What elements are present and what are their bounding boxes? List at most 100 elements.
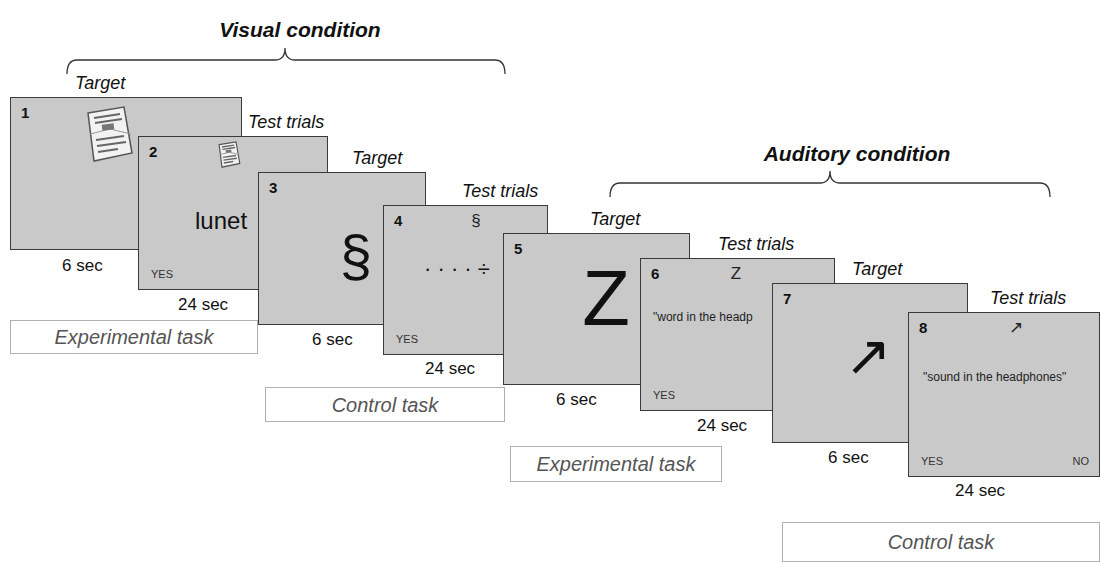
auditory-cue: "word in the headp	[653, 310, 753, 324]
phase-label: Target	[852, 259, 902, 279]
duration-label: 6 sec	[62, 256, 103, 275]
text-holder: Target	[75, 73, 125, 94]
paper-block	[102, 123, 115, 131]
answer-option: YES	[921, 455, 943, 467]
text-holder: Control task	[266, 393, 504, 416]
text-holder: 24 sec	[955, 481, 1005, 501]
auditory-brace	[610, 171, 1050, 197]
slide-number: 8	[919, 319, 927, 336]
answer-option: NO	[1073, 455, 1090, 467]
text-holder: ↗	[1009, 318, 1023, 338]
task-box: Experimental task	[10, 320, 258, 354]
phase-label: Target	[75, 73, 125, 93]
paper-lines	[94, 114, 126, 152]
text-holder: YES	[653, 389, 675, 402]
text-holder: Target	[852, 259, 902, 280]
task-name: Experimental task	[55, 326, 214, 348]
answer-option: YES	[396, 333, 418, 345]
text-holder: Visual condition	[219, 18, 380, 42]
slide-number: 7	[783, 290, 791, 307]
answer-option: YES	[151, 268, 173, 280]
text-holder: 6 sec	[62, 256, 103, 276]
task-name: Control task	[332, 393, 439, 415]
stimulus-symbols: · · · · ÷	[424, 256, 490, 281]
slide-number: 6	[651, 265, 659, 282]
text-holder: §	[340, 223, 372, 290]
visual-brace	[67, 48, 505, 74]
paper-picture	[80, 103, 138, 167]
slide-panel: 8 ↗ "sound in the headphones" YES NO	[908, 312, 1100, 477]
duration-label: 6 sec	[312, 330, 353, 349]
phase-label: Test trials	[718, 234, 794, 254]
text-holder: YES	[151, 268, 173, 281]
text-holder: 6 sec	[556, 390, 597, 410]
text-holder: 24 sec	[425, 359, 475, 379]
text-holder: · · · · ÷	[424, 256, 490, 281]
text-holder: "sound in the headphones"	[923, 371, 1066, 385]
condition-heading: Visual condition	[219, 18, 380, 41]
slide-number: 1	[21, 104, 29, 121]
text-holder: 8	[919, 319, 927, 336]
text-holder: ↗	[845, 324, 892, 388]
slide-number: 4	[394, 212, 402, 229]
duration-label: 24 sec	[178, 295, 228, 314]
task-box: Control task	[265, 387, 505, 422]
phase-label: Target	[352, 148, 402, 168]
text-holder: Test trials	[990, 288, 1066, 309]
paper-lines	[222, 145, 237, 163]
text-holder: Test trials	[248, 112, 324, 133]
phase-label: Test trials	[462, 181, 538, 201]
paper-picture	[215, 140, 243, 170]
condition-heading: Auditory condition	[764, 142, 951, 165]
target-reminder: §	[471, 211, 480, 230]
duration-label: 24 sec	[425, 359, 475, 378]
phase-label: Target	[590, 209, 640, 229]
target-letter: Z	[582, 254, 630, 342]
text-holder: 7	[783, 290, 791, 307]
text-holder: 2	[149, 143, 157, 160]
text-holder: Target	[352, 148, 402, 169]
slide-number: 5	[514, 240, 522, 257]
phase-label: Test trials	[248, 112, 324, 132]
text-holder: NO	[1073, 455, 1090, 468]
text-holder: Experimental task	[11, 326, 257, 349]
text-holder: Experimental task	[511, 453, 721, 476]
paper-crease	[90, 129, 131, 134]
slide-number: 2	[149, 143, 157, 160]
text-holder: "word in the headp	[653, 311, 753, 325]
target-symbol: §	[340, 223, 372, 288]
task-box: Control task	[782, 522, 1100, 562]
text-holder: 6 sec	[828, 448, 869, 468]
duration-label: 24 sec	[697, 416, 747, 435]
text-holder: Target	[590, 209, 640, 230]
text-holder: Auditory condition	[764, 142, 951, 166]
text-holder: Z	[731, 264, 741, 284]
text-holder: Z	[582, 254, 630, 344]
target-reminder: ↗	[1009, 317, 1023, 337]
duration-label: 24 sec	[955, 481, 1005, 500]
text-holder: 1	[21, 104, 29, 121]
text-holder: 6	[651, 265, 659, 282]
text-holder: Control task	[783, 531, 1099, 554]
slide-number: 3	[269, 179, 277, 196]
text-holder: Test trials	[718, 234, 794, 255]
phase-label: Test trials	[990, 288, 1066, 308]
text-holder: YES	[921, 455, 943, 468]
text-holder: 3	[269, 179, 277, 196]
text-holder: 24 sec	[178, 295, 228, 315]
paper-block	[226, 149, 232, 153]
text-holder: 5	[514, 240, 522, 257]
text-holder: Test trials	[462, 181, 538, 202]
duration-label: 6 sec	[828, 448, 869, 467]
task-name: Control task	[888, 531, 995, 553]
paper-sheet	[219, 142, 240, 167]
text-holder: lunet	[195, 207, 247, 235]
paper-sheet	[88, 107, 132, 161]
auditory-cue: "sound in the headphones"	[923, 370, 1066, 384]
text-holder: 6 sec	[312, 330, 353, 350]
text-holder: 4	[394, 212, 402, 229]
task-box: Experimental task	[510, 446, 722, 482]
task-name: Experimental task	[537, 453, 696, 475]
answer-option: YES	[653, 389, 675, 401]
